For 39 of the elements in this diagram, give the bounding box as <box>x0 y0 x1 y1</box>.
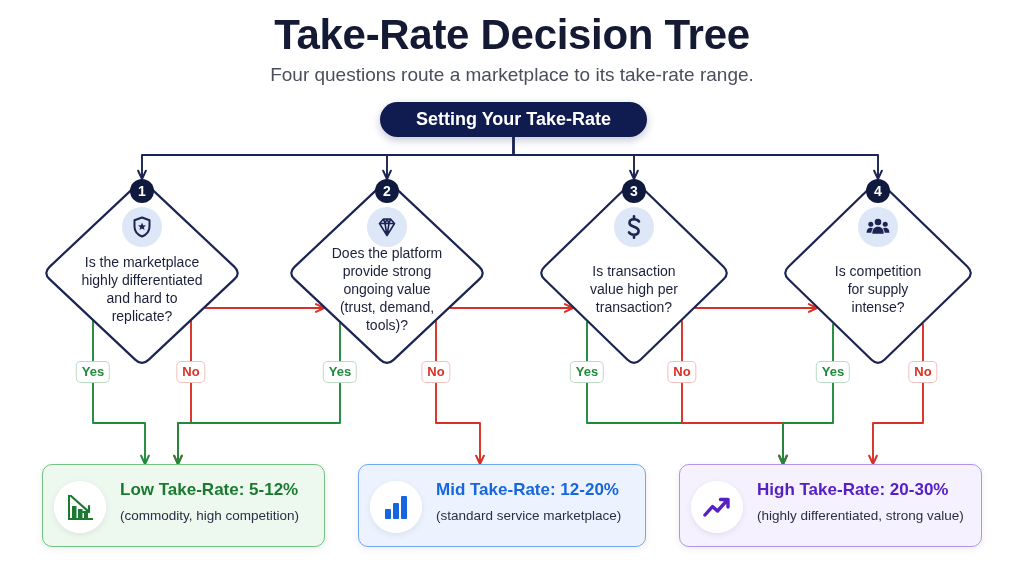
outcome-card <box>679 464 982 547</box>
rate-description: (highly differentiated, strong value) <box>757 507 964 525</box>
edge-label: No <box>176 361 206 383</box>
title: Take-Rate Decision Tree <box>273 10 751 60</box>
outcome-card <box>42 464 325 547</box>
question-text: Is competition for supply intense? <box>833 262 923 316</box>
question-text: Does the platform provide strong ongoing value (trust, demand, tools)? <box>330 244 444 334</box>
arrow <box>868 322 924 465</box>
edge-label: Yes <box>815 361 851 383</box>
arrow <box>512 136 883 180</box>
rate-description: (standard service marketplace) <box>436 507 622 525</box>
step-number: 4 <box>866 179 890 203</box>
edge-label: Yes <box>569 361 605 383</box>
arrow <box>203 303 326 313</box>
decision-diamond <box>781 179 975 367</box>
subtitle: Four questions route a marketplace to its take-rate range. <box>270 63 754 87</box>
question-text: Is the marketplace highly differentiated and hard to replicate? <box>80 253 204 325</box>
question-text: Is transaction value high per transaction? <box>589 262 679 316</box>
arrow <box>92 320 150 465</box>
decision-diamond <box>42 179 242 367</box>
step-number: 3 <box>622 179 646 203</box>
arrow <box>693 303 819 313</box>
edge-label: No <box>908 361 938 383</box>
rate-title: High Take-Rate: 20-30% <box>757 479 950 501</box>
outcome-card <box>358 464 646 547</box>
edge-label: Yes <box>75 361 111 383</box>
start-node: Setting Your Take-Rate <box>380 102 647 137</box>
arrow <box>448 303 575 313</box>
edge-label: Yes <box>322 361 358 383</box>
step-number: 2 <box>375 179 399 203</box>
rate-title: Low Take-Rate: 5-12% <box>120 479 300 501</box>
decision-diamond <box>287 179 487 367</box>
decision-diamond <box>537 179 731 367</box>
step-number: 1 <box>130 179 154 203</box>
rate-description: (commodity, high competition) <box>120 507 300 525</box>
arrow <box>778 322 834 465</box>
edge-label: No <box>421 361 451 383</box>
edge-label: No <box>667 361 697 383</box>
rate-title: Mid Take-Rate: 12-20% <box>436 479 620 501</box>
